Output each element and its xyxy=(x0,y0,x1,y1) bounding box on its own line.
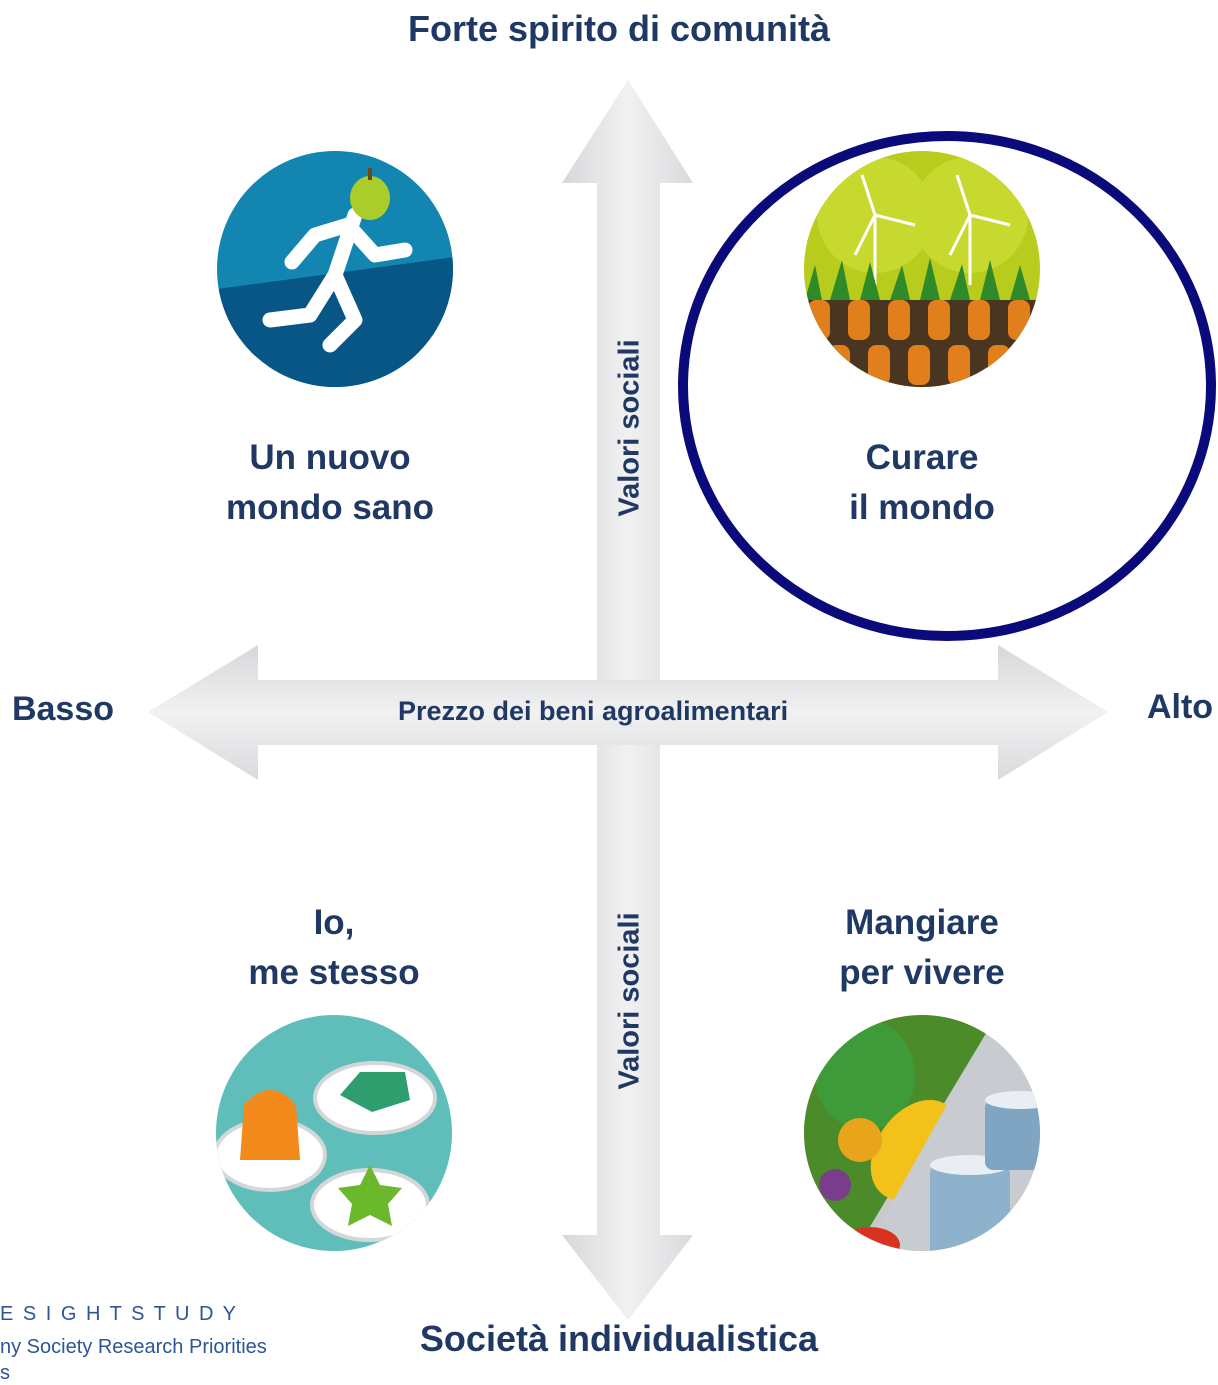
axis-left-label: Basso xyxy=(11,690,115,728)
quadrant-top-right-line2: il mondo xyxy=(849,488,995,527)
highlight-ring xyxy=(678,131,1216,641)
footer-line-1: E S I G H T S T U D Y xyxy=(0,1303,238,1325)
wind-turbines-carrots-icon xyxy=(804,151,1040,387)
vertical-axis-label-lower: Valori sociali xyxy=(613,912,646,1090)
axis-bottom-label: Società individualistica xyxy=(419,1318,819,1359)
quadrant-top-left-line2: mondo sano xyxy=(225,488,435,527)
quadrant-bottom-left-line1: Io, xyxy=(313,903,355,942)
quadrant-top-left-line1: Un nuovo xyxy=(249,438,411,477)
axis-top-label: Forte spirito di comunità xyxy=(407,8,830,49)
fruit-and-cans-icon xyxy=(804,1015,1040,1251)
footer-line-2: ny Society Research Priorities xyxy=(0,1336,267,1358)
vertical-axis-label-upper: Valori sociali xyxy=(613,339,646,517)
quadrant-top-right-line1: Curare xyxy=(865,438,979,477)
jelly-desserts-icon xyxy=(216,1015,452,1251)
quadrant-bottom-left-line2: me stesso xyxy=(248,953,420,992)
footer-line-3: s xyxy=(0,1362,10,1384)
quadrant-bottom-right-line1: Mangiare xyxy=(845,903,999,942)
quadrant-bottom-right-label: Mangiare per vivere xyxy=(742,898,1102,998)
quadrant-top-right-label: Curare il mondo xyxy=(742,433,1102,533)
runner-apple-icon xyxy=(217,151,453,387)
horizontal-arrow xyxy=(148,645,1108,780)
quadrant-bottom-right-line2: per vivere xyxy=(839,953,1005,992)
quadrant-bottom-left-label: Io, me stesso xyxy=(154,898,514,998)
quadrant-top-left-label: Un nuovo mondo sano xyxy=(150,433,510,533)
horizontal-axis-label: Prezzo dei beni agroalimentari xyxy=(398,696,789,726)
axis-right-label: Alto xyxy=(1146,688,1214,726)
